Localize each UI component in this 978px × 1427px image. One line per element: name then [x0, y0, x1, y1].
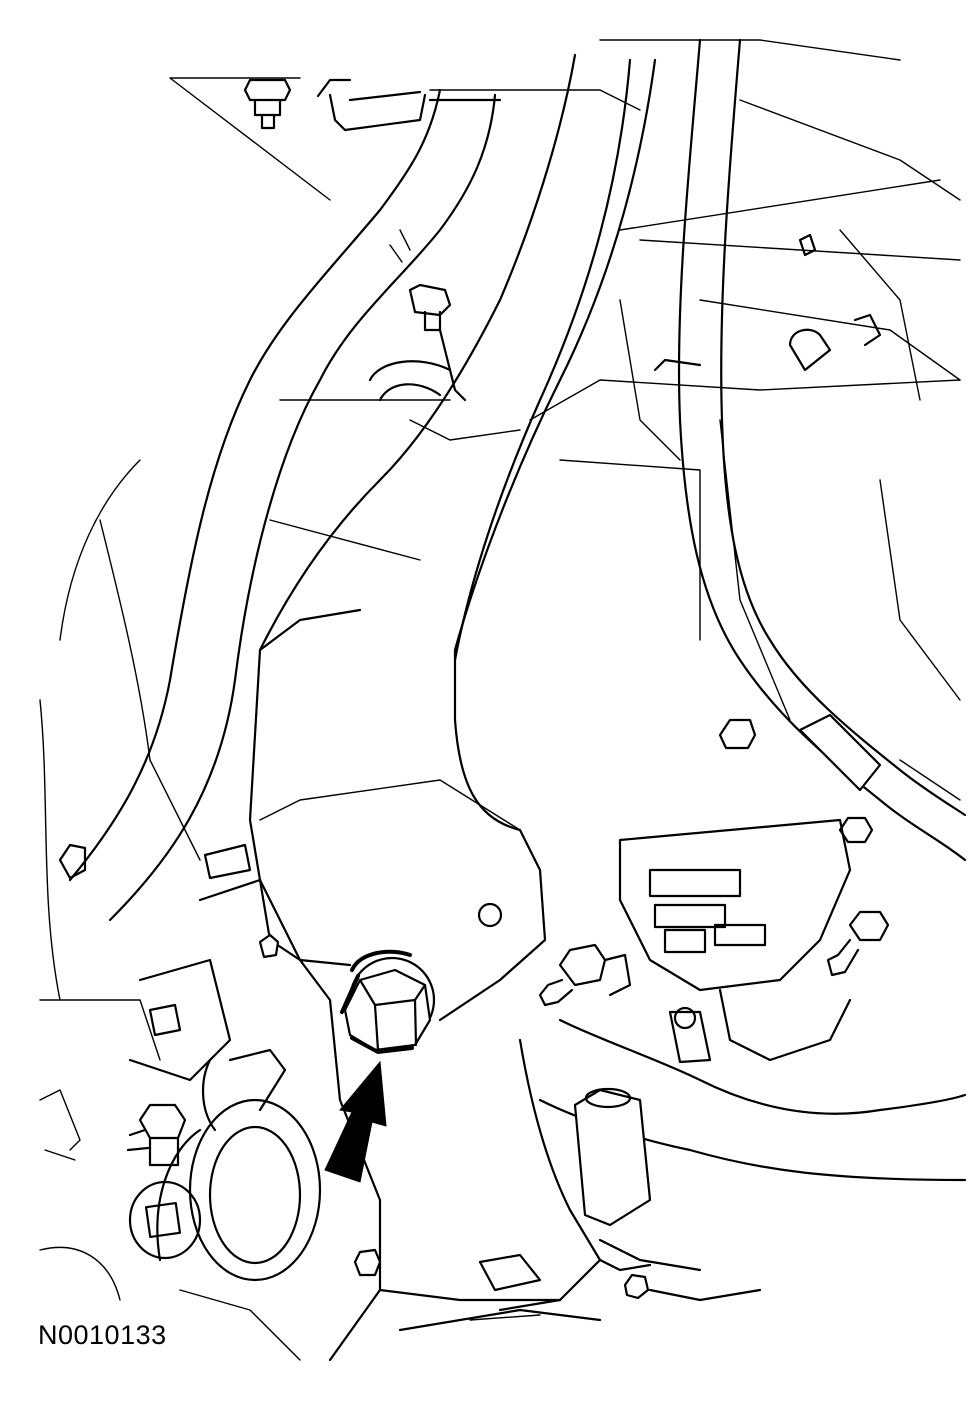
long-support-bracket: [248, 53, 657, 1022]
lower-right-pipe: [538, 1018, 967, 1272]
right-casting: [618, 818, 852, 1064]
right-stud-group: [718, 718, 890, 977]
figure-id-label: N0010133: [38, 1320, 167, 1350]
upper-fittings: [368, 233, 882, 402]
target-hex-bolt: [340, 949, 436, 1054]
upper-stud: [243, 78, 292, 130]
lower-casting: [198, 878, 762, 1362]
pointer-arrow: [324, 1060, 387, 1183]
engine-block-outlines: [39, 39, 961, 1061]
center-stud-nut: [538, 943, 632, 1007]
lower-left-casting: [39, 843, 301, 1361]
right-vertical-tube: [677, 38, 967, 862]
pulley-assembly: [126, 1048, 322, 1282]
upper-coolant-hose: [68, 78, 502, 922]
